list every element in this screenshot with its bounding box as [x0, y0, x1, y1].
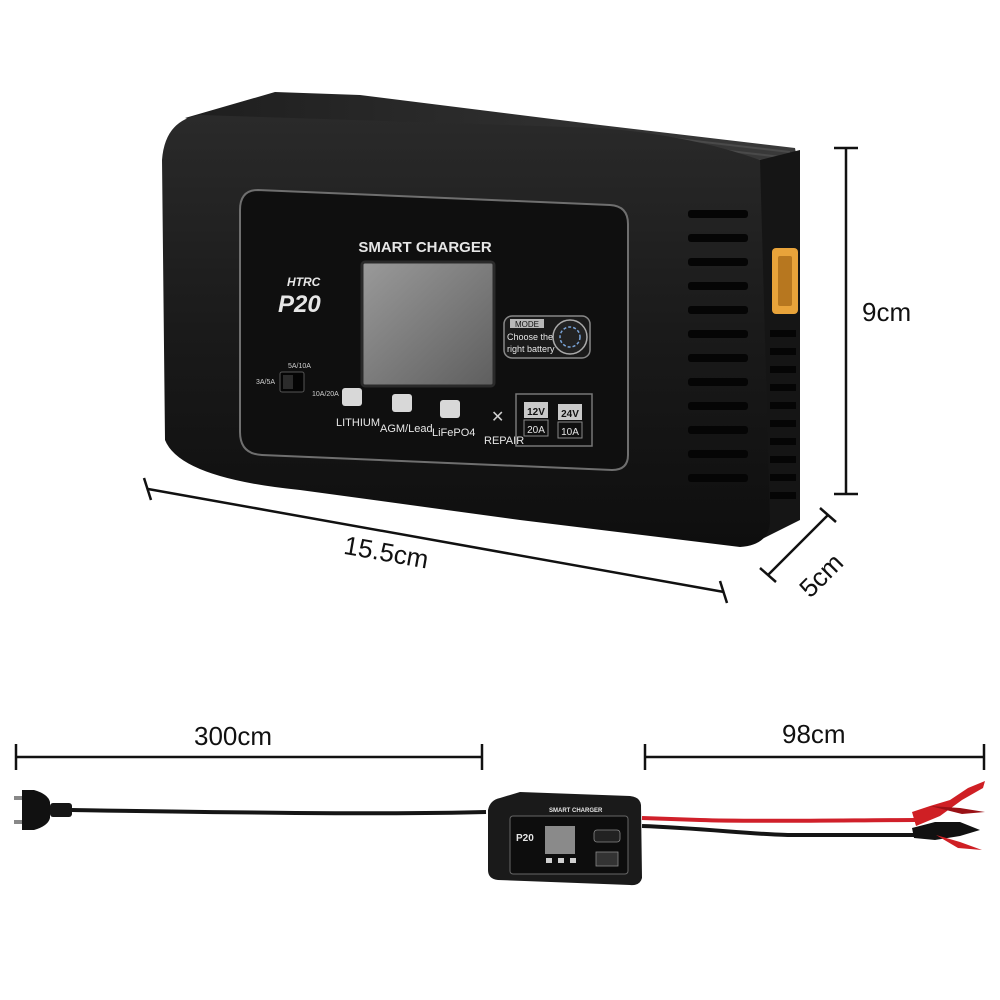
current-20a: 20A	[527, 425, 545, 436]
vent-slot	[688, 330, 748, 338]
vent-slot	[770, 366, 796, 373]
power-cable-length-label: 300cm	[194, 721, 272, 751]
black-clamp-cable	[641, 824, 915, 837]
mode-hint-line2: right battery	[507, 344, 555, 354]
red-clamp	[912, 781, 985, 826]
vent-slot	[770, 438, 796, 445]
lcd-screen	[360, 260, 496, 388]
depth-label: 5cm	[793, 547, 849, 603]
vent-slot	[688, 474, 748, 482]
vent-slot	[770, 348, 796, 355]
vent-slot	[770, 402, 796, 409]
power-cable	[71, 808, 487, 816]
fingerprint-icon	[559, 326, 581, 348]
power-plug	[14, 790, 72, 830]
switch-left-label: 3A/5A	[256, 379, 275, 386]
vent-slot	[770, 384, 796, 391]
clamp-cable-length-label: 98cm	[782, 719, 846, 749]
mode-label-lithium: LITHIUM	[336, 417, 380, 429]
small-model: P20	[516, 833, 534, 844]
vent-slot	[770, 330, 796, 337]
vent-slot	[770, 474, 796, 481]
current-switch[interactable]	[279, 371, 305, 393]
voltage-24v: 24V	[561, 409, 579, 420]
repair-icon: ✕	[491, 407, 504, 426]
mode-label-repair: REPAIR	[484, 435, 524, 447]
model-name: P20	[278, 291, 321, 318]
mode-label: MODE	[515, 320, 539, 329]
battery-mode-indicators: ✕ LITHIUM AGM/Lead LiFePO4 REPAIR	[336, 388, 524, 447]
cable-dimension-lines	[14, 744, 986, 770]
voltage-12v: 12V	[527, 407, 545, 418]
side-vent-slots	[688, 210, 796, 499]
mode-label-agm: AGM/Lead	[380, 423, 433, 435]
lithium-led	[342, 388, 362, 406]
vent-slot	[688, 402, 748, 410]
charger-small: SMART CHARGER P20	[488, 792, 642, 886]
vent-slot	[688, 234, 748, 242]
current-10a: 10A	[561, 427, 579, 438]
vent-slot	[688, 450, 748, 458]
lifepo4-led	[440, 400, 460, 418]
red-clamp-cable	[641, 816, 916, 823]
panel-title: SMART CHARGER	[358, 239, 491, 256]
small-panel-title: SMART CHARGER	[549, 808, 603, 814]
mode-hint-line1: Choose the	[507, 332, 553, 342]
brand-logo: HTRC	[287, 275, 321, 289]
agm-led	[392, 394, 412, 412]
switch-top-label: 5A/10A	[288, 363, 311, 370]
small-lcd	[545, 826, 575, 854]
vent-slot	[770, 492, 796, 499]
vent-slot	[770, 420, 796, 427]
vent-slot	[688, 258, 748, 266]
mode-label-lifepo4: LiFePO4	[432, 427, 475, 439]
front-panel: SMART CHARGER HTRC P20 5A/10A 3A/5A 10A/…	[239, 188, 629, 472]
vent-slot	[688, 426, 748, 434]
vent-slot	[688, 306, 748, 314]
switch-right-label: 10A/20A	[312, 391, 339, 398]
height-label: 9cm	[862, 297, 911, 327]
voltage-indicators: 12V 20A 24V 10A	[515, 393, 593, 447]
vent-slot	[688, 210, 748, 218]
dimension-lines	[142, 146, 858, 604]
vent-slot	[688, 282, 748, 290]
black-clamp	[912, 822, 982, 850]
vent-slot	[688, 354, 748, 362]
vent-slot	[770, 456, 796, 463]
vent-slot	[688, 378, 748, 386]
